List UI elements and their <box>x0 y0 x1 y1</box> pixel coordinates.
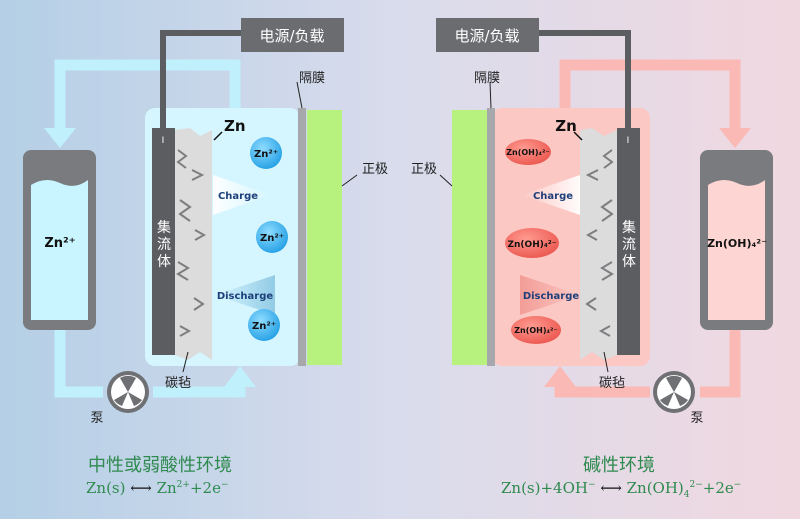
neutral-pump-icon <box>107 371 149 413</box>
neutral-flow-arrow-down <box>44 128 76 148</box>
neutral-equation: Zn(s) ⟷ Zn2++2e− <box>86 479 229 497</box>
neutral-felt-leader <box>182 351 189 373</box>
alkaline-positive-leader <box>439 174 453 187</box>
alkaline-ion-2 <box>505 228 559 258</box>
neutral-equation-tail: +2e <box>189 479 221 497</box>
alkaline-power-label: 电源/负载 <box>454 27 519 45</box>
alkaline-equation-hydroxide-charge: − <box>587 480 596 490</box>
neutral-collector-label: 集流体 <box>155 219 171 271</box>
alkaline-flow-arrow-down <box>719 128 751 148</box>
neutral-tank-liquid <box>31 179 88 320</box>
alkaline-power-box <box>436 18 539 52</box>
neutral-equation-charge: 2+ <box>176 480 190 490</box>
alkaline-wire <box>537 30 631 128</box>
alkaline-positive-electrode <box>452 110 487 365</box>
neutral-separator <box>298 108 306 366</box>
alkaline-environment-label: 碱性环境 <box>583 455 655 476</box>
neutral-cell: Zn²⁺ 泵 I 集流体 电源/负载 隔膜 正极 碳毡 <box>23 18 388 426</box>
alkaline-current-collector <box>617 128 640 355</box>
alkaline-equation-left: Zn(s)+4OH <box>501 479 588 497</box>
alkaline-ion-label-1: Zn(OH)₄²⁻ <box>506 148 550 157</box>
alkaline-equation-charge: 2− <box>689 480 703 490</box>
alkaline-felt-texture <box>585 149 614 337</box>
alkaline-separator-label: 隔膜 <box>474 71 500 86</box>
neutral-charge-label: Charge <box>218 191 258 202</box>
neutral-positive-label: 正极 <box>362 162 388 177</box>
alkaline-ion-label-2: Zn(OH)₄²⁻ <box>508 240 557 250</box>
neutral-ion-3 <box>248 309 280 341</box>
neutral-equation-right: Zn <box>156 479 177 497</box>
alkaline-separator <box>487 108 495 366</box>
alkaline-return-pipe <box>554 330 741 398</box>
neutral-positive-leader <box>341 174 358 187</box>
alkaline-pump-label: 泵 <box>690 411 703 426</box>
neutral-current-collector <box>152 128 175 355</box>
alkaline-equation: Zn(s)+4OH− ⟷ Zn(OH)42−+2e− <box>501 479 741 500</box>
neutral-zn-arrow <box>213 131 223 141</box>
neutral-felt-texture <box>176 149 207 337</box>
neutral-wire <box>160 30 243 128</box>
alkaline-tank-label: Zn(OH)₄²⁻ <box>707 237 767 250</box>
neutral-charge-arrow <box>213 175 270 215</box>
alkaline-ion-label-3: Zn(OH)₄²⁻ <box>514 326 558 335</box>
alkaline-separator-leader <box>489 81 492 109</box>
alkaline-charge-arrow <box>522 175 580 215</box>
alkaline-charge-label: Charge <box>533 191 573 202</box>
neutral-ion-2 <box>256 221 288 253</box>
alkaline-collector-label: 集流体 <box>620 219 636 271</box>
neutral-return-pipe <box>54 330 246 398</box>
alkaline-flow-arrow-up <box>544 366 576 387</box>
neutral-separator-leader <box>296 81 303 109</box>
alkaline-zn-label: Zn <box>555 117 577 135</box>
alkaline-equation-sub: 4 <box>683 490 690 500</box>
neutral-ion-label-3: Zn²⁺ <box>252 321 276 332</box>
neutral-equation-left: Zn(s) <box>86 479 126 497</box>
neutral-discharge-arrow <box>215 275 275 315</box>
alkaline-equation-electron: − <box>733 480 742 490</box>
neutral-ion-label-2: Zn²⁺ <box>260 233 284 244</box>
alkaline-discharge-arrow <box>520 275 580 315</box>
alkaline-felt-leader <box>603 351 609 373</box>
alkaline-positive-label: 正极 <box>411 162 437 177</box>
neutral-flow-pipe <box>54 59 241 130</box>
neutral-positive-electrode <box>307 110 342 365</box>
neutral-carbon-felt <box>175 128 212 360</box>
neutral-tank-label: Zn²⁺ <box>44 236 75 251</box>
alkaline-equation-right: Zn(OH) <box>626 479 684 497</box>
alkaline-tank-liquid <box>708 179 765 320</box>
neutral-equation-electron: − <box>220 480 229 490</box>
alkaline-ion-3 <box>511 316 561 344</box>
neutral-ion-1 <box>250 137 282 169</box>
neutral-power-box <box>241 18 344 52</box>
neutral-felt-label: 碳毡 <box>165 376 191 391</box>
alkaline-pump-icon <box>653 371 695 413</box>
neutral-discharge-label: Discharge <box>217 291 274 302</box>
alkaline-ion-1 <box>505 139 551 165</box>
neutral-power-label: 电源/负载 <box>259 27 324 45</box>
double-arrow-icon: ⟷ <box>600 479 622 497</box>
neutral-environment-label: 中性或弱酸性环境 <box>88 455 232 476</box>
alkaline-collector-mark: I <box>627 136 630 146</box>
neutral-separator-label: 隔膜 <box>299 71 325 86</box>
alkaline-cell: Zn(OH)₄²⁻ 泵 I 集流体 电源/负载 隔膜 正极 碳毡 <box>411 18 773 426</box>
alkaline-zn-arrow <box>573 131 583 141</box>
alkaline-discharge-label: Discharge <box>523 291 580 302</box>
neutral-zn-label: Zn <box>224 117 246 135</box>
alkaline-equation-tail: +2e <box>702 479 734 497</box>
neutral-pump-label: 泵 <box>90 411 103 426</box>
alkaline-flow-pipe <box>559 59 741 130</box>
neutral-collector-mark: I <box>162 136 165 146</box>
alkaline-felt-label: 碳毡 <box>599 376 625 391</box>
double-arrow-icon: ⟷ <box>130 479 152 497</box>
neutral-ion-label-1: Zn²⁺ <box>254 149 278 160</box>
neutral-flow-arrow-up <box>224 366 256 387</box>
